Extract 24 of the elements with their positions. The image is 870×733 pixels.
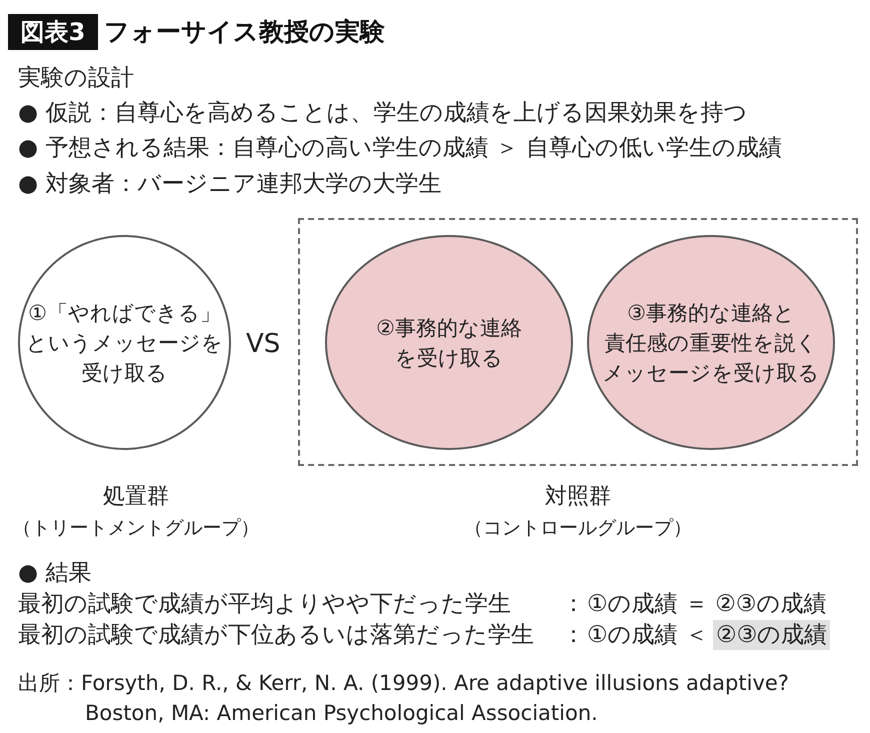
group-label: 処置群 xyxy=(103,483,169,511)
dashed-group-box xyxy=(298,218,858,466)
bullet-item: ● 仮説：自尊心を高めることは、学生の成績を上げる因果効果を持つ xyxy=(18,99,748,128)
group-label: （コントロールグループ） xyxy=(464,516,692,541)
source-citation: 出所：Forsyth, D. R., & Kerr, N. A. (1999). Are adaptive illusions adaptive? Boston, MA: American Psychological Association. xyxy=(18,670,790,727)
highlighted-result: ②③の成績 xyxy=(713,620,830,650)
row-label: 最初の試験で成績が下位あるいは落第だった学生 xyxy=(18,621,534,650)
colon-separator: ： xyxy=(562,621,585,650)
title-text: フォーサイス教授の実験 xyxy=(104,16,385,48)
figure-badge: 図表3 xyxy=(8,14,98,50)
bullet-item: ● 予想される結果：自尊心の高い学生の成績 ＞ 自尊心の低い学生の成績 xyxy=(18,134,782,163)
condition-text: ②事務的な連絡を受け取る xyxy=(375,314,523,372)
section-heading: 実験の設計 xyxy=(18,64,134,93)
bullet-item: ● 対象者：バージニア連邦大学の大学生 xyxy=(18,170,442,199)
condition-text: ③事務的な連絡と責任感の重要性を説くメッセージを受け取る xyxy=(601,300,820,386)
group-label: 対照群 xyxy=(545,483,611,511)
section-heading: ● 結果 xyxy=(18,559,92,588)
row-label: 最初の試験で成績が平均よりやや下だった学生 xyxy=(18,590,511,619)
group-label: （トリートメントグループ） xyxy=(12,516,260,541)
result-text: ①の成績 ＜ xyxy=(587,621,708,650)
vs-text: VS xyxy=(246,328,280,360)
condition-text: ①「やればできる」というメッセージを受け取る xyxy=(25,300,224,386)
colon-separator: ： xyxy=(562,590,585,619)
result-text: ①の成績 ＝ ②③の成績 xyxy=(587,590,826,619)
